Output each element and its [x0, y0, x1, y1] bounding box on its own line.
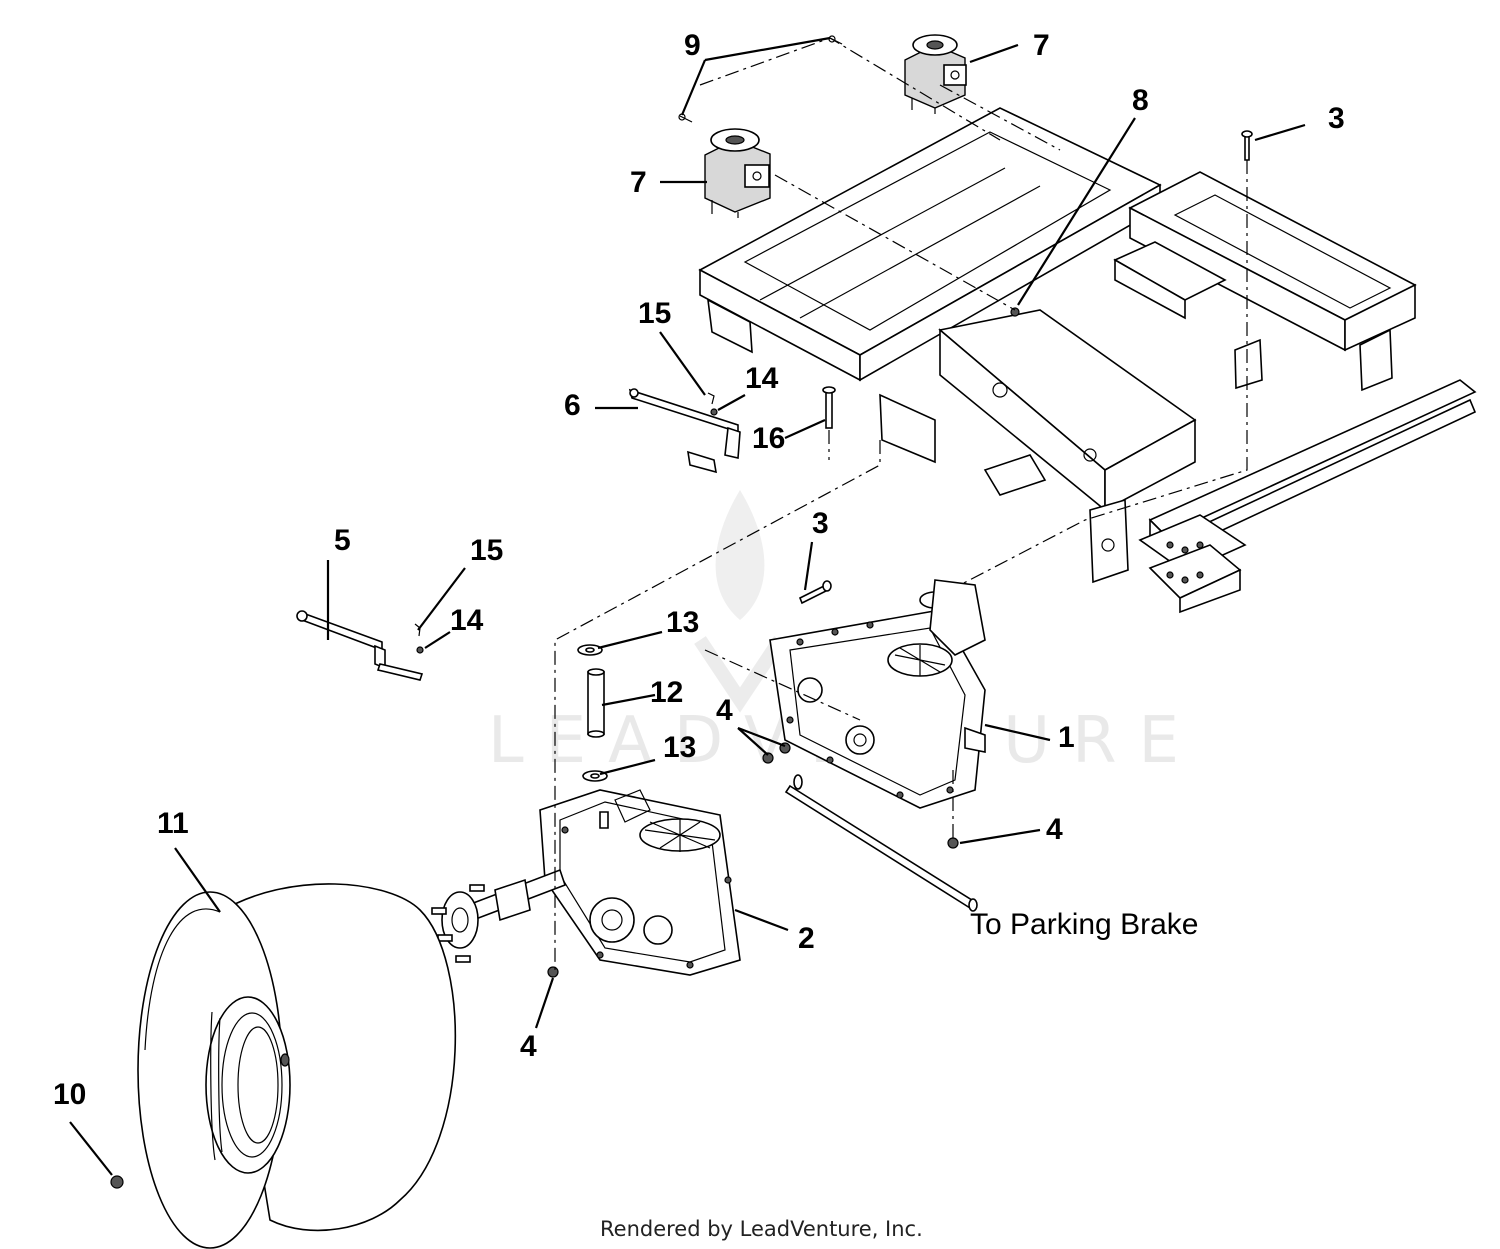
- hydro-unit-lower: [704, 128, 771, 218]
- bolt-16: [822, 386, 836, 429]
- bolt-3-upper: [1241, 130, 1253, 161]
- bolt-8-hardware: [1010, 307, 1020, 317]
- callout-9: 9: [684, 29, 701, 62]
- callout-2: 2: [798, 922, 815, 955]
- rear-wheel: [137, 883, 457, 1249]
- callout-labels: 7 9 7 8 3 15 14 6 16 5 15 14 3 13 12 4 1…: [53, 29, 1345, 1111]
- callout-7-upper: 7: [1033, 29, 1050, 62]
- hydro-unit-upper: [904, 34, 967, 114]
- spacer-12-washers-13: [577, 644, 608, 782]
- callout-15-lower: 15: [470, 534, 503, 567]
- callout-4-right: 4: [1046, 813, 1063, 846]
- callout-14-upper: 14: [745, 362, 779, 395]
- bracket-5: [296, 610, 424, 681]
- transaxle-left: [431, 789, 741, 976]
- clip-15-pin-14: [414, 392, 718, 654]
- callout-4-left: 4: [716, 694, 733, 727]
- callout-16: 16: [752, 422, 785, 455]
- callout-3-lower: 3: [812, 507, 829, 540]
- callout-1: 1: [1058, 721, 1075, 754]
- leader-lines: [69, 36, 1306, 1176]
- callout-8: 8: [1132, 84, 1149, 117]
- parking-brake-rod: [784, 774, 978, 912]
- bracket-6: [628, 388, 741, 474]
- footer-credit: Rendered by LeadVenture, Inc.: [600, 1217, 923, 1241]
- callout-15-upper: 15: [638, 297, 671, 330]
- callout-13-lower: 13: [663, 731, 696, 764]
- callout-7-lower: 7: [630, 166, 647, 199]
- callout-14-lower: 14: [450, 604, 484, 637]
- bolt-3-lower: [798, 580, 832, 605]
- callout-11: 11: [157, 807, 189, 840]
- mower-frame: [698, 107, 1477, 614]
- callout-12: 12: [650, 676, 683, 709]
- bolt-9-hardware: [678, 35, 843, 123]
- callout-4-bottom: 4: [520, 1030, 537, 1063]
- lug-nut-10: [110, 1175, 124, 1189]
- transaxle-right: [769, 579, 986, 809]
- parking-brake-note: To Parking Brake: [970, 908, 1198, 941]
- callout-6: 6: [564, 389, 581, 422]
- callout-5: 5: [334, 524, 351, 557]
- callout-3-upper: 3: [1328, 102, 1345, 135]
- callout-13-upper: 13: [666, 606, 699, 639]
- callout-10: 10: [53, 1078, 86, 1111]
